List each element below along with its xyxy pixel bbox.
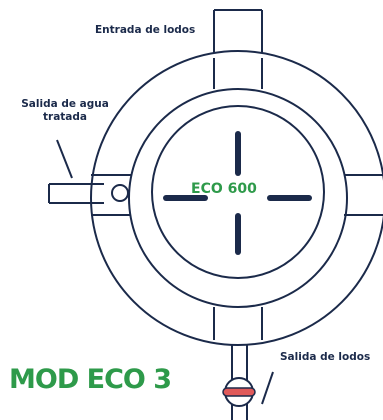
sludge-outlet-pointer-line [261, 371, 274, 405]
treated-water-label-line1: Salida de agua [21, 98, 109, 110]
valve-icon [222, 377, 256, 407]
inlet-label: Entrada de lodos [95, 24, 196, 36]
model-title: MOD ECO 3 [9, 364, 172, 395]
outer-tank-circle [90, 50, 383, 346]
treated-water-pipe [48, 183, 104, 204]
inner-chamber-circle [151, 105, 325, 279]
treated-water-pointer-line [56, 139, 73, 179]
right-connector [344, 174, 383, 216]
center-cross [163, 131, 312, 255]
top-connector [213, 58, 263, 89]
treated-water-port-icon [111, 184, 129, 202]
inner-ring-circle [128, 88, 348, 308]
left-connector [91, 174, 131, 216]
center-capacity-label: ECO 600 [191, 181, 257, 197]
sludge-outlet-label: Salida de lodos [280, 351, 371, 363]
treated-water-label-line2: tratada [43, 111, 87, 123]
bottom-connector [213, 307, 263, 340]
